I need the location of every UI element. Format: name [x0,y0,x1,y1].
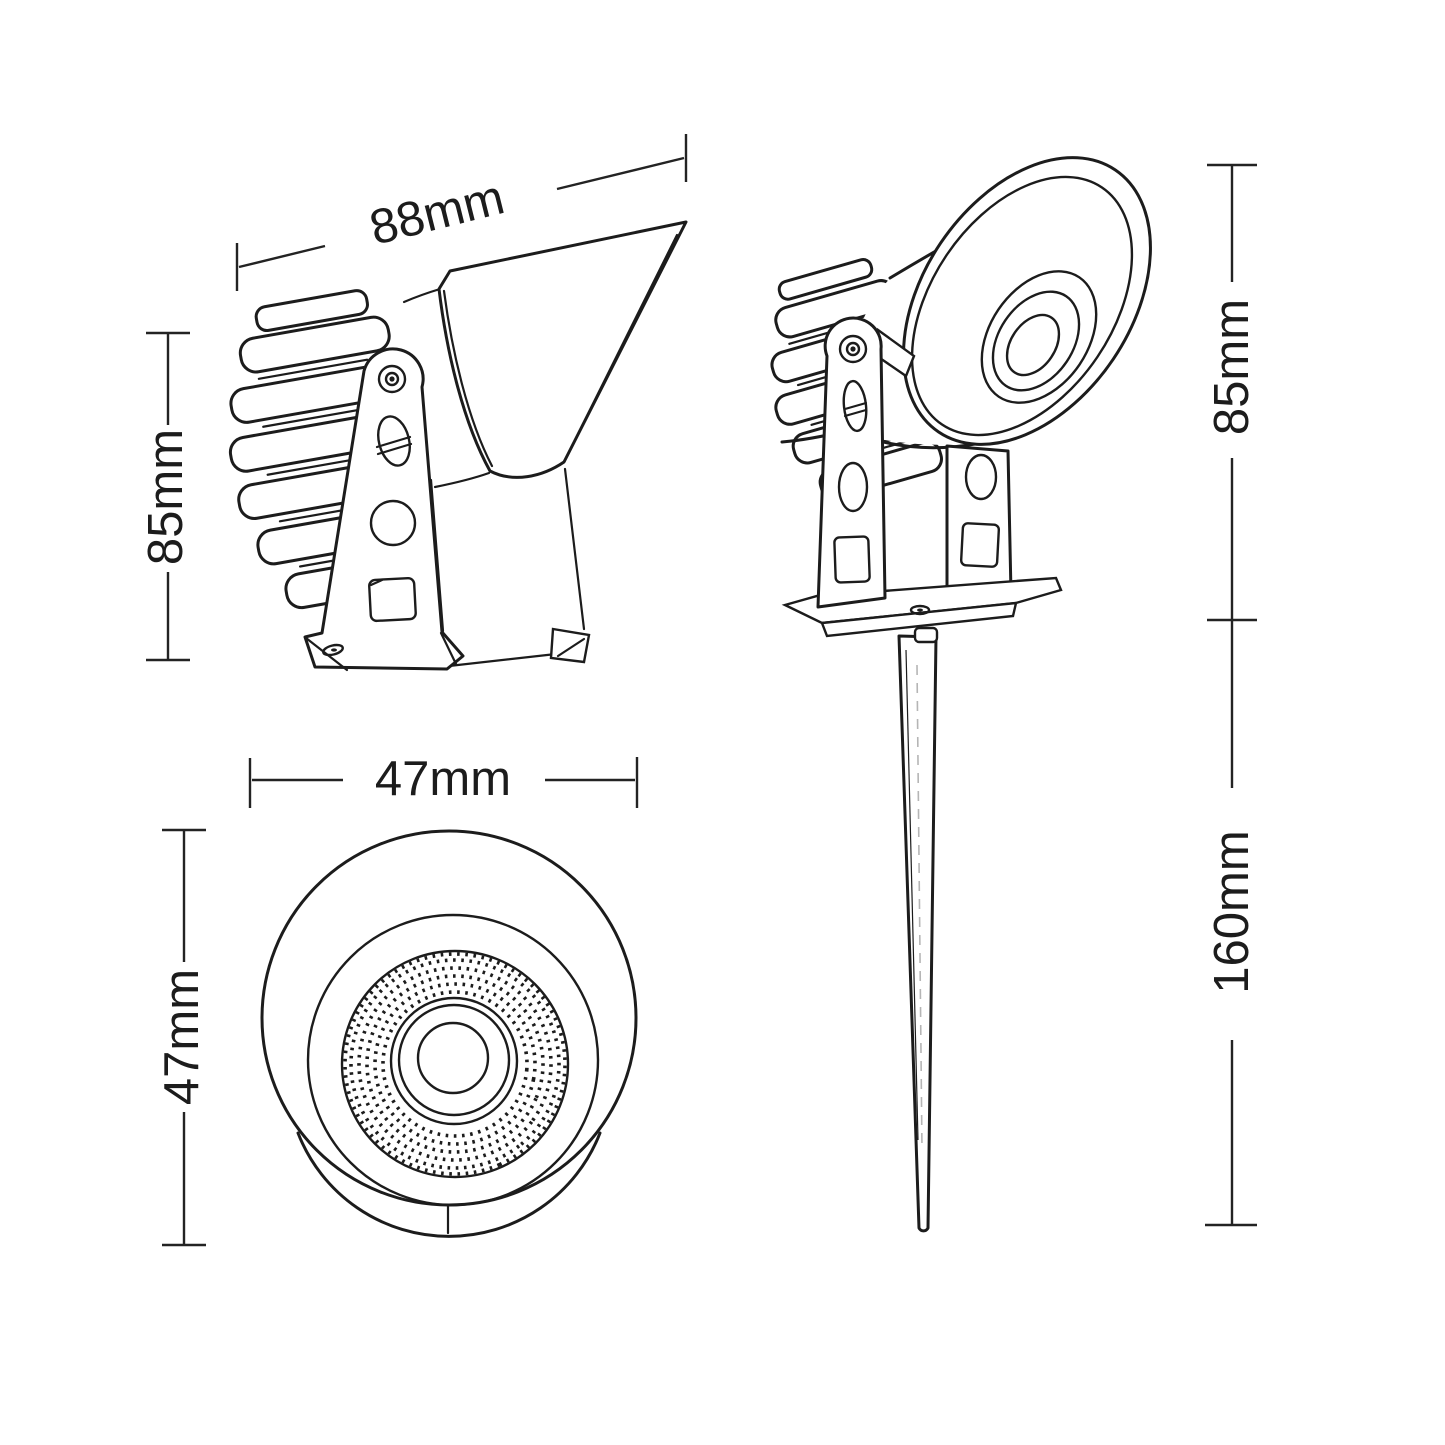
dim-front-width-label: 47mm [375,752,511,806]
dim-spiked-head-height-label: 85mm [1205,299,1259,435]
dim-side-width-label: 88mm [364,170,509,255]
side-view-square-hole [368,576,417,623]
front-view-lens-step-ring [389,996,519,1126]
spiked-view-left-strap [816,316,887,609]
dim-spiked-spike-length-label: 160mm [1205,830,1259,993]
front-view-lens [416,1021,490,1095]
side-view-pivot-screw [377,364,407,394]
side-view-cone-shroud [437,220,688,479]
dim-spiked-head-height: 85mm [1205,163,1259,622]
side-view-bracket-leg [303,347,465,672]
front-view-reflector-ring [340,949,570,1179]
spiked-view-lens-rings [980,270,1098,404]
spiked-view: 85mm 160mm [770,156,1259,1233]
spiked-view-right-round-hole [964,453,998,501]
side-view-round-hole [369,499,417,547]
side-view: 88mm 85mm [139,134,688,672]
spiked-view-ground-spike [897,634,938,1233]
front-view-reflector-texture [343,952,567,1176]
spiked-view-mouth-inner-rim [910,175,1134,437]
spiked-view-spike-boss [913,626,939,644]
front-view-barrel-arc [296,1131,602,1238]
side-view-body-top-edge [402,287,442,304]
dim-spiked-spike-length: 160mm [1205,620,1259,1227]
spiked-view-right-strap [945,444,1013,599]
dim-side-height-label: 85mm [139,429,193,565]
spiked-view-pivot-screw [838,334,868,364]
spiked-view-left-round-hole [837,461,869,513]
side-view-body-bottom-edge [433,471,491,489]
dim-side-height: 85mm [139,331,193,662]
dim-front-height-label: 47mm [155,969,209,1105]
front-view-bezel-ring [306,913,600,1207]
spiked-view-base-plate [781,576,1063,644]
dim-front-width: 47mm [248,752,639,808]
spiked-view-left-square-hole [833,535,871,584]
front-view: 47mm 47mm [155,752,639,1247]
side-view-rear-leg [429,467,591,668]
side-view-cone-inner-edge [562,233,679,464]
spiked-view-right-square-hole [959,522,1001,568]
spiked-view-slot-hole [842,379,868,433]
dim-front-height: 47mm [155,828,209,1247]
side-view-front-rim [442,289,494,468]
